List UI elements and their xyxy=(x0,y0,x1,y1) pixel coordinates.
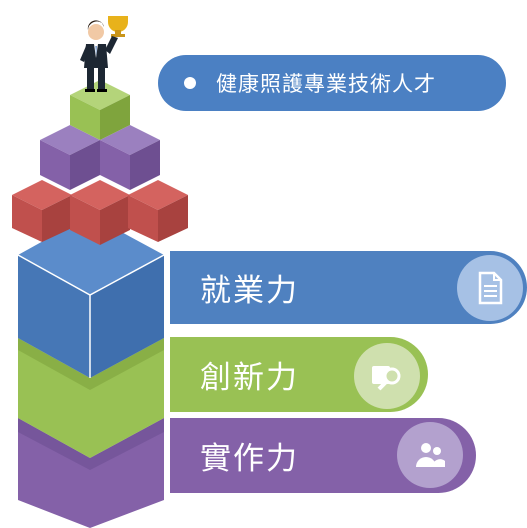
trophy-icon xyxy=(108,16,128,37)
businessman-figure xyxy=(80,16,128,92)
bullet-dot xyxy=(184,77,196,89)
bar-label-employability: 就業力 xyxy=(200,273,299,309)
green-top-cube xyxy=(70,80,130,140)
bar-label-practice: 實作力 xyxy=(200,441,299,477)
magnifier-icon xyxy=(354,343,420,409)
top-label-pill: 健康照護專業技術人才 xyxy=(158,55,506,111)
bar-label-innovation: 創新力 xyxy=(200,360,299,396)
document-icon xyxy=(457,255,523,321)
people-icon xyxy=(397,422,463,488)
red-cubes xyxy=(12,180,188,245)
top-label-text: 健康照護專業技術人才 xyxy=(216,72,436,96)
